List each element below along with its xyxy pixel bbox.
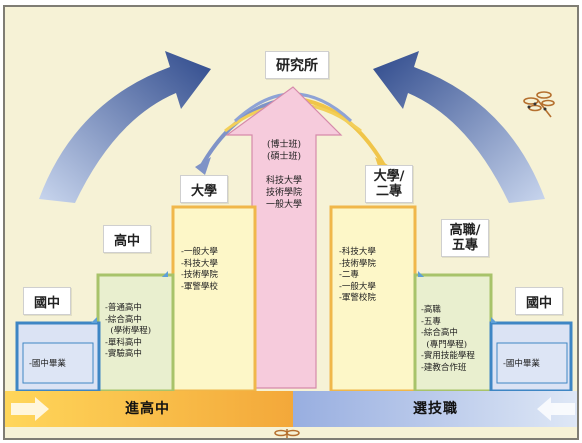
left-senior-item: -實驗高中	[105, 349, 142, 359]
right-univ-text-1: 大學/	[373, 169, 405, 184]
bottom-left-arrow-icon	[11, 397, 49, 421]
center-line-phd: (博士班)	[266, 140, 302, 150]
right-voc-item: -綜合高中	[421, 328, 458, 338]
right-univ-text-2: 二專	[375, 184, 402, 199]
right-univ-label: 大學/ 二專	[365, 165, 413, 203]
left-senior-text: 高中	[113, 233, 140, 249]
center-line-masters: (碩士班)	[266, 152, 302, 162]
right-voc-item: -實用技能學程	[421, 351, 475, 361]
left-univ-list: -一般大學 -科技大學 -技術學院 -軍警學校	[181, 247, 218, 293]
bottom-left-label: 進高中	[125, 401, 170, 417]
right-voc-list: -高職 -五專 -綜合高中 (專門學程) -實用技能學程 -建教合作班	[421, 305, 475, 374]
research-institute-text: 研究所	[276, 58, 318, 74]
left-thin-arc-head	[195, 157, 211, 175]
center-line-general-univ: 一般大學	[265, 200, 302, 210]
right-voc-text-2: 五專	[451, 238, 478, 253]
left-univ-item: -技術學院	[181, 270, 218, 280]
bottom-right-arrow-icon	[537, 397, 575, 421]
right-voc-item: -五專	[421, 316, 441, 327]
right-junior-label: 國中	[515, 287, 563, 315]
right-univ-block	[329, 205, 417, 393]
left-junior-label: 國中	[23, 287, 71, 315]
right-junior-box-text: -國中畢業	[503, 359, 540, 369]
left-senior-item: -普通高中	[105, 303, 142, 313]
bottom-bar-right	[293, 391, 577, 427]
left-senior-item: -綜合高中	[105, 314, 142, 325]
right-marker-icon	[491, 317, 497, 323]
left-junior-text: 國中	[33, 295, 60, 311]
bottom-bar-left	[5, 391, 293, 427]
right-univ-list: -科技大學 -技術學院 -二專 -一般大學 -軍警校院	[339, 247, 376, 305]
right-voc-item: (專門學程)	[421, 339, 468, 350]
left-univ-item: -科技大學	[181, 258, 218, 269]
left-senior-label: 高中	[103, 225, 151, 253]
right-univ-item: -軍警校院	[339, 293, 376, 303]
right-marker-icon-2	[418, 271, 424, 277]
left-senior-item: -單科高中	[105, 337, 142, 348]
right-voc-item: -建教合作班	[421, 362, 467, 373]
left-junior-box	[22, 342, 94, 384]
left-junior-box-text: -國中畢業	[29, 359, 66, 369]
left-univ-item: -一般大學	[181, 247, 218, 257]
right-univ-item: -一般大學	[339, 281, 376, 292]
diagram-frame: 研究所 (博士班) (碩士班) 科技大學 技術學院 一般大學 國中 高中 大學 …	[3, 5, 579, 440]
left-senior-item: (學術學程)	[105, 326, 152, 336]
bottom-right-label: 選技職	[413, 401, 458, 417]
center-line-tech-univ: 科技大學	[265, 176, 302, 186]
left-univ-block	[171, 205, 257, 393]
right-big-arc-arrow	[373, 51, 545, 203]
right-junior-text: 國中	[525, 295, 552, 311]
left-univ-item: -軍警學校	[181, 281, 218, 292]
left-marker-icon	[91, 317, 97, 323]
diagram-graphics	[5, 51, 577, 438]
left-marker-icon-2	[162, 271, 168, 277]
left-univ-text: 大學	[190, 183, 217, 199]
right-voc-item: -高職	[421, 305, 441, 315]
right-voc-text-1: 高職/	[449, 223, 481, 238]
right-univ-item: -科技大學	[339, 247, 376, 257]
dragonfly-icon-bottom	[274, 429, 300, 438]
right-junior-box	[496, 342, 568, 384]
center-line-tech-college: 技術學院	[265, 188, 302, 198]
left-univ-label: 大學	[180, 175, 228, 203]
dots-icon	[527, 102, 547, 111]
left-big-arc-arrow	[39, 51, 211, 203]
right-voc-label: 高職/ 五專	[441, 219, 489, 257]
right-univ-item: -二專	[339, 270, 359, 280]
center-degrees: (博士班) (碩士班) 科技大學 技術學院 一般大學	[255, 139, 313, 211]
right-univ-item: -技術學院	[339, 258, 376, 269]
dragonfly-icon	[523, 91, 555, 118]
left-senior-list: -普通高中 -綜合高中 (學術學程) -單科高中 -實驗高中	[105, 303, 151, 361]
right-voc-block	[413, 273, 493, 393]
research-institute-label: 研究所	[265, 51, 329, 79]
